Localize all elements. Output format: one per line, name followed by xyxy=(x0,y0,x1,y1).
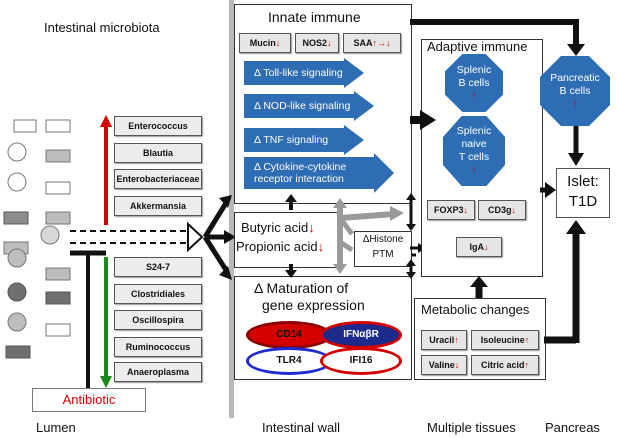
uracil-label: Uracil xyxy=(429,335,455,345)
butyric-label: Butyric acid xyxy=(241,220,309,235)
pancreatic-b-cells-node: Pancreatic B cells ↑ xyxy=(540,56,610,126)
histone-line1: ΔHistone xyxy=(362,234,404,245)
iga-chip: IgA↓ xyxy=(456,237,502,257)
valine-label: Valine xyxy=(428,360,455,370)
multiple-tissues-label: Multiple tissues xyxy=(427,420,516,435)
splenic-t-line2: naive xyxy=(461,138,487,150)
islet-t1d-box: Islet: T1D xyxy=(556,168,610,218)
bacteria-enterococcus: Enterococcus xyxy=(114,116,202,136)
splenic-t-up-arrow: ↑ xyxy=(471,164,477,176)
cytokine-label: Δ Cytokine-cytokine receptor interaction xyxy=(254,161,347,185)
mucin-label: Mucin xyxy=(249,38,276,48)
bacteria-s24-7: S24-7 xyxy=(114,257,202,277)
splenic-t-line1: Splenic xyxy=(456,125,492,137)
saa-arrow: ↑→↓ xyxy=(372,38,391,48)
wall-arrows xyxy=(285,193,426,279)
bacteria-akkermansia: Akkermansia xyxy=(114,196,202,216)
butyric-arrow: ↓ xyxy=(308,220,315,235)
lumen-label: Lumen xyxy=(36,420,76,435)
splenic-b-cells-node: Splenic B cells ↑ xyxy=(445,54,503,112)
propionic-acid-text: Propionic acid↓ xyxy=(236,239,324,254)
t1d-label: T1D xyxy=(568,193,598,210)
innate-immune-title: Innate immune xyxy=(268,9,361,25)
lumen-wall-divider xyxy=(229,0,234,418)
histone-ptm-box: ΔHistone PTM xyxy=(354,231,412,267)
propionic-arrow: ↓ xyxy=(317,239,325,254)
islet-label: Islet: xyxy=(567,173,599,190)
isoleucine-chip: Isoleucine↑ xyxy=(471,330,539,350)
uracil-chip: Uracil↑ xyxy=(421,330,467,350)
splenic-t-line3: T cells xyxy=(458,151,490,163)
tnf-label: Δ TNF signaling xyxy=(254,134,329,146)
maturation-title-line1: Δ Maturation of xyxy=(254,280,349,296)
saa-label: SAA xyxy=(353,38,373,48)
splenic-naive-t-cells-node: Splenic naive T cells ↑ xyxy=(443,116,505,186)
tnf-signaling-arrow: Δ TNF signaling xyxy=(244,125,364,155)
pancreatic-line2: B cells xyxy=(559,84,591,97)
antibiotic-label: Antibiotic xyxy=(62,392,116,407)
nod-like-signaling-arrow: Δ NOD-like signaling xyxy=(244,91,374,121)
bacteria-oscillospira: Oscillospira xyxy=(114,310,202,330)
citric-acid-label: Citric acid xyxy=(480,360,525,370)
splenic-b-line1: Splenic xyxy=(456,63,492,76)
intestinal-wall-label: Intestinal wall xyxy=(262,420,341,435)
isoleucine-arrow: ↑ xyxy=(524,335,530,345)
toll-like-label: Δ Toll-like signaling xyxy=(254,67,343,79)
lumen-cells xyxy=(3,119,71,359)
valine-chip: Valine↓ xyxy=(421,355,467,375)
citric-acid-arrow: ↑ xyxy=(524,360,530,370)
nod-like-label: Δ NOD-like signaling xyxy=(254,100,351,112)
nos2-label: NOS2 xyxy=(302,38,327,48)
cd3g-chip: CD3g↓ xyxy=(478,200,526,220)
cytokine-signaling-arrow: Δ Cytokine-cytokine receptor interaction xyxy=(244,153,394,193)
pancreas-label: Pancreas xyxy=(545,420,600,435)
splenic-b-line2: B cells xyxy=(458,76,490,89)
pancreatic-line1: Pancreatic xyxy=(550,71,600,84)
antibiotic-box: Antibiotic xyxy=(32,388,146,412)
histone-line2: PTM xyxy=(372,249,394,260)
ifi16-marker: IFI16 xyxy=(320,347,402,375)
cd3g-label: CD3g xyxy=(487,205,512,215)
isoleucine-label: Isoleucine xyxy=(480,335,525,345)
mucin-chip: Mucin↓ xyxy=(239,33,291,53)
diagram-title: Intestinal microbiota xyxy=(44,20,160,35)
uracil-arrow: ↑ xyxy=(454,335,459,345)
iga-arrow: ↓ xyxy=(484,242,489,252)
pancreatic-up-arrow: ↑ xyxy=(572,97,578,110)
tlr4-marker: TLR4 xyxy=(246,347,332,375)
foxp3-arrow: ↓ xyxy=(463,205,469,215)
mucin-arrow: ↓ xyxy=(275,38,281,48)
lumen-arrows xyxy=(70,115,236,388)
toll-like-signaling-arrow: Δ Toll-like signaling xyxy=(244,58,364,88)
splenic-b-up-arrow: ↑ xyxy=(471,89,477,102)
saa-chip: SAA↑→↓ xyxy=(343,33,401,53)
bacteria-anaeroplasma: Anaeroplasma xyxy=(114,362,202,382)
nos2-arrow: ↓ xyxy=(327,38,332,48)
bacteria-ruminococcus: Ruminococcus xyxy=(114,337,202,357)
foxp3-label: FOXP3 xyxy=(433,205,464,215)
bacteria-clostridiales: Clostridiales xyxy=(114,284,202,304)
arrow-shape xyxy=(244,125,364,155)
short-chain-fatty-acid-box xyxy=(234,212,339,268)
foxp3-chip: FOXP3↓ xyxy=(427,200,475,220)
valine-arrow: ↓ xyxy=(454,360,460,370)
cd3g-arrow: ↓ xyxy=(511,205,517,215)
propionic-label: Propionic acid xyxy=(236,239,318,254)
butyric-acid-text: Butyric acid↓ xyxy=(241,220,315,235)
bacteria-blautia: Blautia xyxy=(114,143,202,163)
arrow-shape xyxy=(244,91,374,121)
arrow-shape xyxy=(244,58,364,88)
ifnabr-marker: IFNαβR xyxy=(320,321,402,349)
iga-label: IgA xyxy=(469,242,485,252)
arrow-shape xyxy=(244,153,394,193)
bacteria-enterobacteriaceae: Enterobacteriaceae xyxy=(114,169,202,189)
metabolic-changes-title: Metabolic changes xyxy=(421,302,530,317)
nos2-chip: NOS2↓ xyxy=(295,33,339,53)
citric-acid-chip: Citric acid↑ xyxy=(471,355,539,375)
maturation-title-line2: gene expression xyxy=(262,297,365,313)
adaptive-immune-title: Adaptive immune xyxy=(427,39,528,54)
